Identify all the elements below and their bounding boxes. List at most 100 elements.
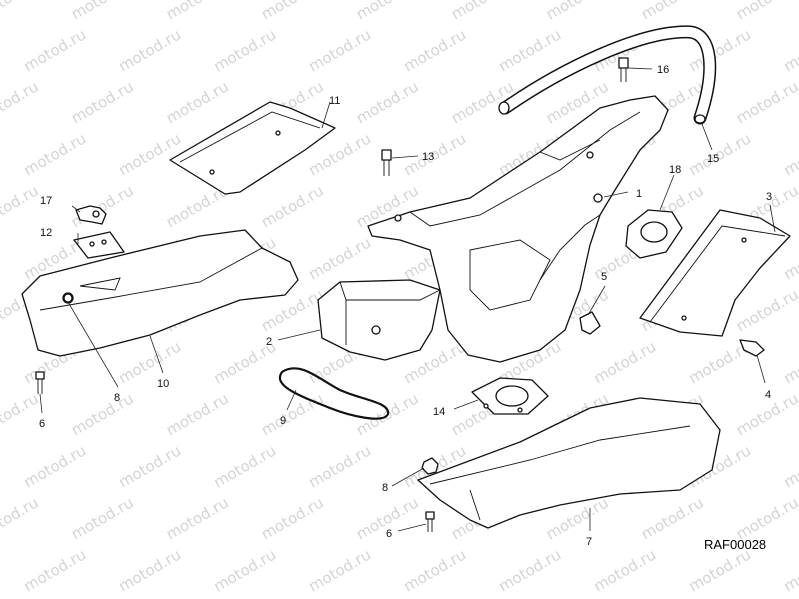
label-part-16: 16: [657, 64, 669, 76]
part-6-screw-lower: [425, 511, 435, 532]
label-part-12: 12: [40, 227, 52, 239]
watermark-text: motod.ru: [401, 129, 470, 179]
part-1-frame: [367, 95, 669, 363]
watermark-text: motod.ru: [0, 493, 42, 543]
watermark-text: motod.ru: [0, 389, 42, 439]
label-part-8-lower: 8: [382, 482, 388, 494]
watermark-text: motod.ru: [733, 285, 799, 335]
watermark-text: motod.ru: [306, 545, 375, 595]
label-part-4: 4: [765, 389, 771, 401]
watermark-text: motod.ru: [68, 0, 137, 23]
watermark-text: motod.ru: [68, 77, 137, 127]
watermark-text: motod.ru: [781, 337, 799, 387]
label-part-18: 18: [669, 164, 681, 176]
watermark-text: motod.ru: [638, 493, 707, 543]
watermark-text: motod.ru: [21, 25, 90, 75]
watermark-text: motod.ru: [496, 25, 565, 75]
watermark-text: motod.ru: [0, 181, 42, 231]
watermark-text: motod.ru: [258, 181, 327, 231]
drawing-code: RAF00028: [704, 537, 766, 552]
label-part-14: 14: [433, 406, 445, 418]
watermark-text: motod.ru: [401, 545, 470, 595]
part-2-bracket: [317, 279, 441, 361]
label-part-17: 17: [40, 195, 52, 207]
watermark-text: motod.ru: [163, 0, 232, 23]
watermark-text: motod.ru: [686, 545, 755, 595]
watermark-text: motod.ru: [0, 0, 42, 23]
part-8-nut-lower: [421, 457, 439, 475]
watermark-text: motod.ru: [591, 337, 660, 387]
label-part-3: 3: [766, 191, 772, 203]
label-part-9: 9: [280, 415, 286, 427]
part-13-bolt: [381, 149, 392, 176]
watermark-text: motod.ru: [733, 493, 799, 543]
part-3-right-panel: [639, 209, 791, 337]
watermark-text: motod.ru: [116, 129, 185, 179]
watermark-text: motod.ru: [116, 441, 185, 491]
part-11-cover: [169, 101, 336, 195]
watermark-text: motod.ru: [116, 545, 185, 595]
watermark-text: motod.ru: [21, 441, 90, 491]
watermark-text: motod.ru: [0, 77, 42, 127]
label-part-13: 13: [422, 151, 434, 163]
watermark-text: motod.ru: [781, 129, 799, 179]
watermark-text: motod.ru: [306, 233, 375, 283]
label-part-15: 15: [707, 153, 719, 165]
watermark-text: motod.ru: [448, 0, 517, 23]
part-7-lower-panel: [417, 397, 721, 529]
label-part-10: 10: [157, 378, 169, 390]
watermark-text: motod.ru: [733, 77, 799, 127]
part-18-gasket: [625, 209, 683, 259]
part-15-tube: [498, 25, 717, 125]
label-part-5: 5: [601, 271, 607, 283]
watermark-text: motod.ru: [306, 25, 375, 75]
part-8-nut-upper: [63, 293, 73, 303]
watermark-text: motod.ru: [211, 25, 280, 75]
watermark-text: motod.ru: [116, 25, 185, 75]
leader-lines: [39, 67, 776, 532]
part-4-screw: [739, 339, 765, 357]
watermark-text: motod.ru: [353, 0, 422, 23]
watermark-text: motod.ru: [258, 493, 327, 543]
label-part-2: 2: [266, 336, 272, 348]
watermark-text: motod.ru: [68, 493, 137, 543]
part-14-flange: [471, 377, 549, 415]
part-labels: 1 2 3 4 5 6 6 7 8 8 9 10 11 12 13 14 15 …: [39, 64, 772, 548]
part-5-clip: [579, 311, 601, 335]
watermark-text: motod.ru: [781, 545, 799, 595]
watermark-text: motod.ru: [68, 389, 137, 439]
part-6-screw-left: [35, 371, 45, 394]
watermark-text: motod.ru: [163, 493, 232, 543]
watermark-text: motod.ru: [591, 545, 660, 595]
watermark-text: motod.ru: [211, 441, 280, 491]
part-9-seal-ring: [278, 367, 390, 420]
part-16-bolt: [618, 57, 629, 82]
watermark-text: motod.ru: [211, 545, 280, 595]
label-part-6-left: 6: [39, 418, 45, 430]
watermark-text: motod.ru: [401, 25, 470, 75]
part-12-plate: [73, 231, 125, 259]
watermark-text: motod.ru: [733, 0, 799, 23]
watermark-text: motod.ru: [781, 441, 799, 491]
watermark-text: motod.ru: [163, 77, 232, 127]
watermark-text: motod.ru: [258, 0, 327, 23]
label-part-6-lower: 6: [386, 528, 392, 540]
watermark-text: motod.ru: [163, 389, 232, 439]
watermark-text: motod.ru: [781, 25, 799, 75]
watermark-text: motod.ru: [496, 545, 565, 595]
watermark-text: motod.ru: [638, 0, 707, 23]
watermark-text: motod.ru: [258, 389, 327, 439]
watermark-text: motod.ru: [21, 545, 90, 595]
label-part-7: 7: [586, 536, 592, 548]
watermark-text: motod.ru: [353, 77, 422, 127]
watermark-text: motod.ru: [686, 129, 755, 179]
watermark-text: motod.ru: [21, 129, 90, 179]
watermark-text: motod.ru: [306, 441, 375, 491]
part-17-clamp: [75, 205, 107, 225]
label-part-1: 1: [636, 188, 642, 200]
watermark-text: motod.ru: [543, 0, 612, 23]
watermark-text: motod.ru: [116, 337, 185, 387]
label-part-11: 11: [329, 95, 340, 107]
label-part-8-upper: 8: [114, 392, 120, 404]
